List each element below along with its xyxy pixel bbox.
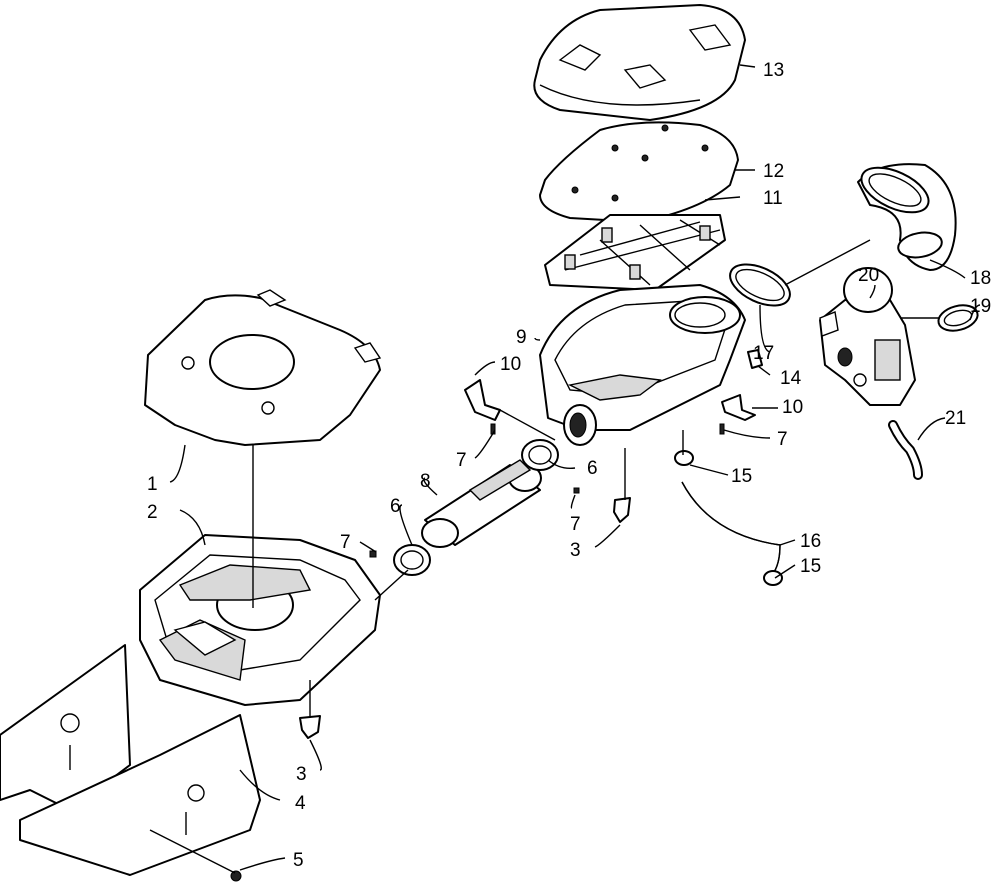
callout-7: 7 (570, 514, 581, 535)
callout-7: 7 (777, 429, 788, 450)
callout-8: 8 (420, 471, 431, 492)
callout-leaders (169, 64, 981, 871)
callout-10: 10 (782, 397, 803, 418)
callout-15: 15 (800, 556, 821, 577)
part-10-bracket-right (721, 394, 756, 421)
callout-15: 15 (731, 466, 752, 487)
part-16-hose (681, 481, 781, 576)
part-5-nut (230, 870, 242, 882)
callout-6: 6 (587, 458, 598, 479)
part-10-bracket-left (464, 379, 501, 421)
part-4-shield (0, 644, 261, 876)
part-2-lower-airbox (139, 534, 381, 706)
callout-9: 9 (516, 327, 527, 348)
callout-1: 1 (147, 474, 158, 495)
part-12-filter-element (539, 121, 739, 223)
part-9-airbox-body (539, 284, 746, 446)
callout-11: 11 (763, 188, 783, 209)
part-19-clamp (937, 304, 979, 332)
part-7-screws (369, 423, 725, 558)
callout-4: 4 (295, 793, 306, 814)
callout-16: 16 (800, 531, 821, 552)
callout-14: 14 (780, 368, 802, 389)
callout-21: 21 (945, 408, 966, 429)
callout-10: 10 (500, 354, 521, 375)
callout-5: 5 (293, 850, 304, 871)
callout-7: 7 (456, 450, 467, 471)
callout-12: 12 (763, 161, 784, 182)
callout-3: 3 (296, 764, 307, 785)
callout-2: 2 (147, 502, 158, 523)
callout-19: 19 (970, 296, 991, 317)
assembly-lines (149, 239, 940, 874)
part-18-intake-boot (857, 163, 957, 271)
part-8-intake-boot (421, 459, 542, 548)
part-15-clamps (674, 450, 783, 586)
part-13-airbox-lid (533, 4, 746, 121)
callout-labels: 1 2 3 3 4 5 6 6 7 7 7 7 8 9 10 10 11 12 … (147, 60, 991, 871)
callout-7: 7 (340, 532, 351, 553)
part-1-airbox-cover (144, 289, 382, 446)
callout-6: 6 (390, 496, 401, 517)
part-21-hose (888, 420, 923, 480)
part-3-grommets (299, 497, 631, 739)
callout-17: 17 (753, 343, 774, 364)
callout-3: 3 (570, 540, 581, 561)
callout-13: 13 (763, 60, 784, 81)
part-11-filter-grid (544, 214, 726, 291)
part-14-clip (747, 349, 763, 369)
callout-20: 20 (858, 265, 879, 286)
callout-18: 18 (970, 268, 991, 289)
part-6-clamp-right (521, 439, 559, 471)
part-6-clamp-left (393, 544, 431, 576)
part-20-carburetor (819, 267, 916, 406)
part-17-clamp-ring (729, 263, 791, 307)
